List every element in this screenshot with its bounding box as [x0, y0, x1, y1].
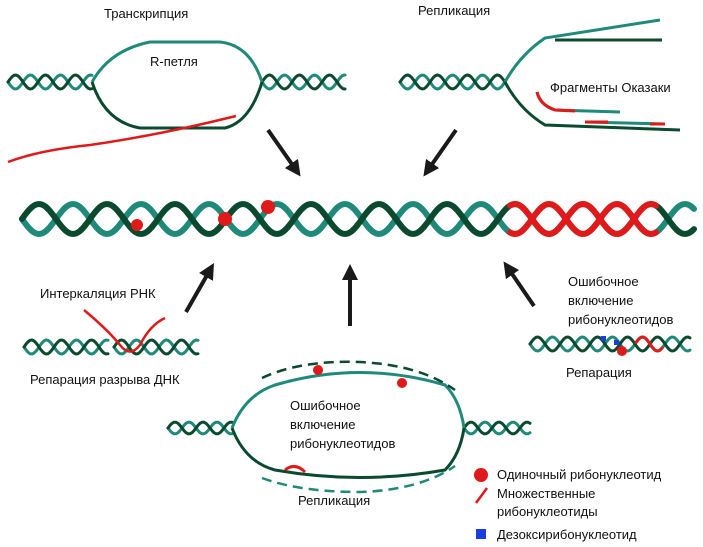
multiple-ribonucleotides-line-icon: [474, 487, 489, 504]
transcription-right-helix-strand-a: [260, 73, 347, 91]
intercalation-right-helix-strand-a: [112, 338, 200, 356]
label-misincorp-center-2: включение: [290, 417, 355, 432]
label-intercalation: Интеркаляция РНК: [40, 286, 156, 301]
bubble-left-helix-strand-b: [166, 420, 234, 436]
label-replication-bottom: Репликация: [298, 493, 370, 508]
deoxyribonucleotide-icon: [614, 340, 619, 345]
ribonucleotide-dots: [131, 200, 627, 388]
label-misincorp-right-3: рибонуклеотидов: [568, 312, 673, 327]
arrow-replication-to-dna: [423, 128, 458, 177]
intercalation-right-helix-strand-b: [112, 338, 200, 356]
label-r-loop: R-петля: [150, 54, 198, 69]
intercalation-left-helix-strand-b: [22, 338, 110, 356]
replication-fork-helix-strand-b: [398, 73, 507, 91]
transcription-right-helix-strand-b: [260, 73, 347, 91]
single-ribonucleotide-icon: [261, 200, 275, 214]
legend-single-ribonucleotide: Одиночный рибонуклеотид: [497, 467, 662, 482]
intercalated-rna: [83, 309, 166, 353]
arrow-misincorporation-to-dna: [503, 261, 536, 308]
single-ribonucleotide-icon: [131, 219, 143, 231]
deoxyribonucleotide-icon: [601, 336, 606, 341]
arrows: [184, 128, 536, 326]
legend: Одиночный рибонуклеотид Множественные ри…: [474, 467, 662, 542]
bubble-right-helix-strand-a: [462, 420, 532, 436]
label-okazaki: Фрагменты Оказаки: [550, 80, 671, 95]
main-helix-rna-segment-b: [507, 201, 659, 237]
legend-multiple-2: рибонуклеотиды: [497, 504, 598, 519]
bubble-right-helix-strand-b: [462, 420, 532, 436]
repair-helix-strand-b: [528, 335, 692, 353]
label-misincorp-right-1: Ошибочное: [568, 274, 639, 289]
transcription-left-helix-strand-b: [6, 73, 94, 91]
label-misincorp-center-3: рибонуклеотидов: [290, 436, 395, 451]
rna-strand: [7, 114, 237, 164]
label-dsb-repair: Репарация разрыва ДНК: [30, 372, 180, 387]
intercalation-left-helix-strand-a: [22, 338, 110, 356]
label-misincorp-center-1: Ошибочное: [290, 398, 361, 413]
deoxyribonucleotide-square-icon: [476, 529, 486, 539]
bubble-left-helix-strand-a: [166, 420, 234, 436]
arrow-intercalation-to-dna: [184, 263, 214, 313]
helix-layer: [6, 73, 697, 436]
arrow-transcription-to-dna: [266, 128, 301, 177]
replication-fork-helix-strand-a: [398, 73, 507, 91]
single-ribonucleotide-icon: [313, 365, 323, 375]
label-misincorp-right-2: включение: [568, 293, 633, 308]
legend-multiple-1: Множественные: [497, 486, 595, 501]
main-helix-rna-segment: [507, 201, 659, 237]
single-ribonucleotide-icon: [218, 212, 232, 226]
replication-bubble: [230, 360, 466, 494]
label-replication-top: Репликация: [418, 3, 490, 18]
single-ribonucleotide-icon: [617, 346, 627, 356]
r-loop-bubble: [7, 40, 264, 164]
transcription-left-helix-strand-a: [6, 73, 94, 91]
repair-helix-strand-a: [528, 335, 692, 353]
single-ribonucleotide-icon: [397, 378, 407, 388]
label-transcription: Транскрипция: [104, 6, 188, 21]
single-ribonucleotide-dot-icon: [474, 468, 488, 482]
label-repair-right: Репарация: [566, 365, 632, 380]
repair-helix-rna: [634, 335, 664, 353]
legend-deoxyribonucleotide: Дезоксирибонуклеотид: [497, 527, 637, 542]
replication-fork: [503, 18, 681, 132]
